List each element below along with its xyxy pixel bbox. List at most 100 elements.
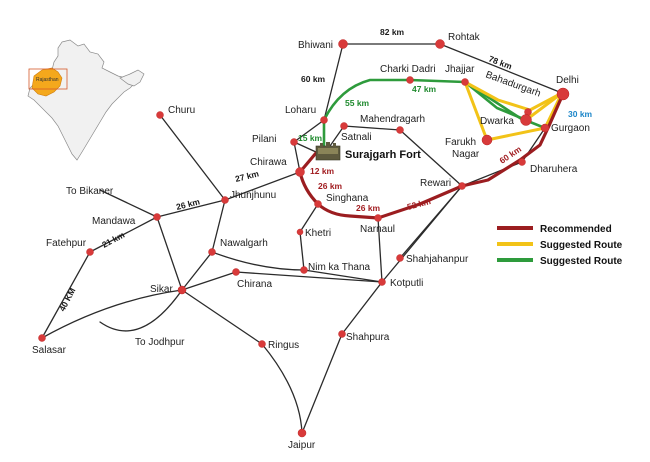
label-jaipur: Jaipur (288, 440, 316, 451)
churu-marker (156, 111, 164, 119)
road-kotputli-shahpura (341, 281, 383, 335)
label-narnaul: Narnaul (360, 224, 395, 235)
ringus-marker (258, 340, 266, 348)
kotputli-marker (378, 278, 386, 286)
legend-label-suggested-yellow: Suggested Route (540, 240, 623, 251)
jhunjhunu-marker (221, 196, 229, 204)
distance-delhi-gurgaon: 30 km (568, 109, 593, 119)
gurgaon-marker (540, 123, 550, 133)
road-satnali-mahendragarh (343, 125, 401, 131)
green-route-jhajjar-dwarka (463, 80, 528, 122)
singhana-marker (314, 200, 322, 208)
distance-mandawa-fatehpur: 21 km (100, 229, 126, 249)
label-churu: Churu (168, 105, 195, 116)
legend: Recommended Suggested Route Suggested Ro… (497, 224, 623, 267)
distance-bhiwani-loharu: 60 km (301, 74, 326, 84)
label-bhiwani: Bhiwani (298, 40, 333, 51)
road-loharu-pilani (293, 119, 325, 143)
loharu-marker (320, 116, 328, 124)
road-shahpura-jaipur (301, 333, 343, 434)
road-pilani-fort (293, 141, 317, 153)
shahpura-marker (338, 330, 346, 338)
road-pilani-chirawa (293, 141, 301, 173)
jaipur-marker (297, 428, 307, 438)
distance-fort-chirawa: 12 km (310, 166, 335, 176)
distance-loharu-fort: 15 km (298, 133, 323, 143)
recommended-route (298, 92, 565, 220)
road-bikaner-mandawa (99, 189, 158, 218)
label-kotputli: Kotputli (390, 278, 423, 289)
distance-narnaul-rewari: 52 km (406, 196, 432, 212)
label-khetri: Khetri (305, 228, 331, 239)
bhiwani-marker (338, 39, 348, 49)
label-pilani: Pilani (252, 134, 276, 145)
delhi-marker (556, 87, 570, 101)
label-gurgaon: Gurgaon (551, 123, 590, 134)
label-satnali: Satnali (341, 132, 372, 143)
road-churu-jhunjhunu (159, 114, 226, 201)
roads (41, 43, 563, 434)
road-jhunjhunu-nawalgarh (211, 199, 226, 253)
road-khetri-nimkathana (299, 231, 305, 271)
mahendragarh-marker (396, 126, 404, 134)
road-chirawa-jhunjhunu (224, 171, 301, 201)
road-salasar-sikar (41, 289, 183, 339)
label-salasar: Salasar (32, 345, 67, 356)
label-nawalgarh: Nawalgarh (220, 238, 268, 249)
chirana-marker (232, 268, 240, 276)
rewari-marker (458, 182, 466, 190)
sikar-marker (177, 285, 187, 295)
road-narnaul-kotputli (377, 217, 383, 283)
road-nimkathana-kotputli (303, 269, 383, 283)
distance-charki-jhajjar: 47 km (412, 84, 437, 94)
charki-dadri-marker (406, 76, 414, 84)
label-dwarka: Dwarka (480, 116, 514, 127)
farukh-nagar-marker (481, 134, 493, 146)
label-farukh: Farukh (445, 137, 476, 148)
nawalgarh-marker (208, 248, 216, 256)
label-sikar: Sikar (150, 284, 173, 295)
road-shahjahanpur (399, 185, 463, 259)
label-rohtak: Rohtak (448, 32, 481, 43)
city-markers (38, 39, 570, 438)
label-chirawa: Chirawa (250, 157, 287, 168)
road-mandawa-sikar (156, 216, 183, 291)
surajgarh-fort-icon (315, 142, 341, 161)
inset-frame (28, 68, 68, 90)
road-nawalgarh-nimkathana (211, 251, 305, 271)
label-singhana: Singhana (326, 193, 369, 204)
chirawa-marker (295, 167, 305, 177)
distance-singhana-narnaul: 26 km (356, 203, 381, 213)
road-ringus-jaipur (261, 343, 303, 434)
road-sikar-chirana (181, 271, 237, 291)
label-jhajjar: Jhajjar (445, 64, 475, 75)
legend-label-suggested-green: Suggested Route (540, 256, 623, 267)
salasar-marker (38, 334, 46, 342)
road-chirana-kotputli (235, 271, 383, 283)
road-rohtak-delhi (439, 43, 563, 94)
label-chirana: Chirana (237, 279, 272, 290)
label-fatehpur: Fatehpur (46, 238, 87, 249)
rohtak-marker (435, 39, 445, 49)
fatehpur-marker (86, 248, 94, 256)
distance-fort-singhana: 26 km (318, 181, 343, 191)
pilani-marker (290, 138, 298, 146)
satnali-marker (340, 122, 348, 130)
khetri-marker (296, 228, 304, 236)
road-satnali-fort (329, 125, 345, 147)
road-singhana-khetri (299, 203, 319, 233)
mandawa-marker (153, 213, 161, 221)
distance-fatehpur-salasar: 40 KM (57, 286, 78, 313)
road-jodhpur-sikar (99, 289, 183, 332)
inset-state-label: Rajasthan (36, 77, 59, 83)
fort-label: Surajgarh Fort (345, 149, 421, 161)
road-mahendragarh-rewari (399, 129, 463, 187)
label-nagar: Nagar (452, 149, 480, 160)
india-outline (27, 39, 137, 161)
label-shahjahanpur: Shahjahanpur (406, 254, 469, 265)
narnaul-marker (374, 214, 382, 222)
label-dharuhera: Dharuhera (530, 164, 578, 175)
label-rewari: Rewari (420, 178, 451, 189)
jhajjar-marker (461, 78, 469, 86)
